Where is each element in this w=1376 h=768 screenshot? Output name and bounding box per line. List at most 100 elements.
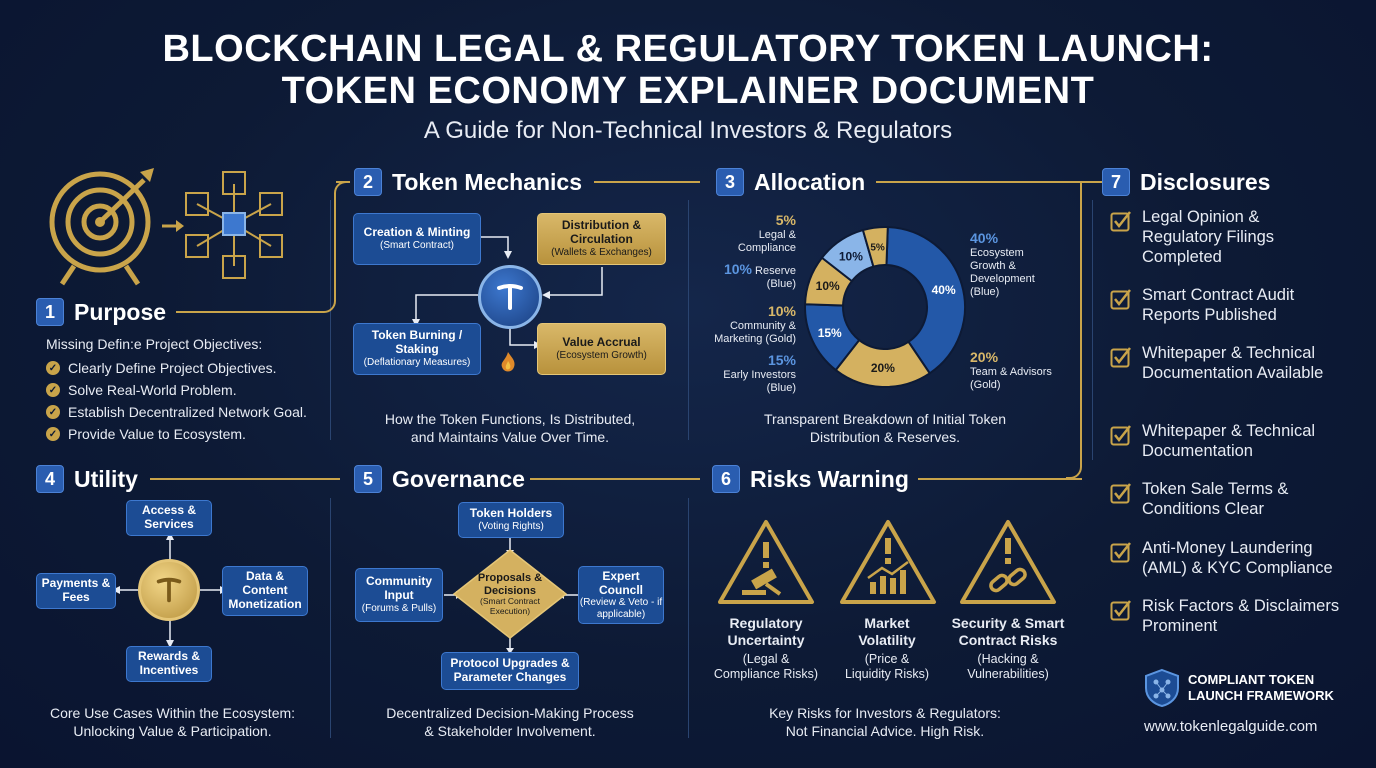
allocation-header: 3 Allocation [716, 168, 865, 196]
list-item: Whitepaper & Technical Documentation Ava… [1110, 344, 1360, 422]
value-accrual-box: Value Accrual (Ecosystem Growth) [537, 323, 666, 375]
brand-line2: LAUNCH FRAMEWORK [1188, 688, 1334, 703]
connector-line [876, 181, 1082, 183]
burning-staking-box: Token Burning / Staking (Deflationary Me… [353, 323, 481, 375]
purpose-header: 1 Purpose [36, 298, 166, 326]
mechanics-arrows [412, 236, 603, 349]
donut-slice-label: 20% [871, 361, 895, 375]
access-services-box: Access & Services [126, 500, 212, 536]
footer-url[interactable]: www.tokenlegalguide.com [1144, 718, 1318, 735]
divider-5-6 [688, 498, 689, 738]
rewards-incentives-box: Rewards & Incentives [126, 646, 212, 682]
disclosures-header: 7 Disclosures [1102, 168, 1270, 196]
check-icon: ✓ [46, 405, 60, 419]
donut-slice-label: 10% [839, 249, 863, 263]
mechanics-caption: How the Token Functions, Is Distributed,… [384, 411, 636, 446]
list-item: ✓Solve Real-World Problem. [46, 382, 307, 398]
section-number: 2 [354, 168, 382, 196]
connector-line [176, 311, 316, 313]
checkbox-checked-icon [1110, 211, 1131, 232]
mechanics-header: 2 Token Mechanics [354, 168, 582, 196]
list-item: Legal Opinion & Regulatory Filings Compl… [1110, 208, 1360, 286]
section-title: Governance [392, 465, 525, 492]
donut-slice [861, 226, 889, 268]
legend-reserve: 10% Reserve (Blue) [723, 261, 796, 291]
connector-line [1066, 181, 1106, 183]
broken-chain-warning-icon [958, 518, 1058, 608]
connector-line [594, 181, 700, 183]
connector-line [530, 478, 700, 480]
brand-logo: COMPLIANT TOKEN LAUNCH FRAMEWORK [1144, 668, 1334, 708]
expert-council-box: Expert Councll (Review & Veto - if appli… [578, 566, 664, 624]
allocation-donut-chart: 40% 20% 15% 10% 10% 5% [804, 226, 966, 388]
legend-ecosystem: 40% Ecosystem Growth & Development (Blue… [970, 230, 1035, 299]
token-coin-icon [478, 265, 542, 329]
divider-disclosures [1092, 200, 1093, 460]
section-title: Risks Warning [750, 465, 909, 492]
section-title: Token Mechanics [392, 168, 583, 195]
list-item: Risk Factors & Disclaimers Prominent [1110, 597, 1360, 647]
checkbox-checked-icon [1110, 347, 1131, 368]
section-number: 6 [712, 465, 740, 493]
target-icon [49, 168, 184, 286]
divider-2-3 [688, 200, 689, 440]
risk-item-market: Market Volatility (Price & Liquidity Ris… [844, 615, 930, 681]
divider-1-2 [330, 200, 331, 440]
page-title-line2: TOKEN ECONOMY EXPLAINER DOCUMENT [281, 70, 1095, 112]
connector-curve-top [334, 181, 350, 199]
list-item: Anti-Money Laundering (AML) & KYC Compli… [1110, 539, 1360, 597]
governance-header: 5 Governance [354, 465, 525, 493]
risks-caption: Key Risks for Investors & Regulators: No… [769, 705, 1001, 740]
purpose-list: ✓Clearly Define Project Objectives. ✓Sol… [46, 360, 307, 448]
section-number: 5 [354, 465, 382, 493]
donut-slice-label: 10% [816, 279, 840, 293]
list-item: ✓Provide Value to Ecosystem. [46, 426, 307, 442]
utility-header: 4 Utility [36, 465, 138, 493]
check-icon: ✓ [46, 383, 60, 397]
shield-network-icon [1145, 668, 1179, 708]
list-item: ✓Establish Decentralized Network Goal. [46, 404, 307, 420]
list-item: Smart Contract Audit Reports Published [1110, 286, 1360, 344]
payments-fees-box: Payments & Fees [36, 573, 116, 609]
section-number: 1 [36, 298, 64, 326]
data-monetization-box: Data & Content Monetization [222, 566, 308, 616]
proposals-decisions-diamond: Proposals & Decisions (Smart Contract Ex… [452, 548, 568, 640]
community-input-box: Community Input (Forums & Pulls) [355, 568, 443, 622]
donut-slice [885, 226, 966, 375]
risks-header: 6 Risks Warning [712, 465, 909, 493]
donut-slice-label: 40% [932, 283, 956, 297]
donut-slice-label: 5% [870, 242, 885, 253]
checkbox-checked-icon [1110, 600, 1131, 621]
page-title-line1: BLOCKCHAIN LEGAL & REGULATORY TOKEN LAUN… [162, 28, 1214, 70]
token-holders-box: Token Holders (Voting Rights) [458, 502, 564, 538]
token-logo-icon [497, 284, 523, 310]
flame-icon [498, 350, 518, 374]
brand-line1: COMPLIANT TOKEN [1188, 672, 1315, 688]
utility-caption: Core Use Cases Within the Ecosystem: Unl… [49, 705, 296, 740]
section-title: Disclosures [1140, 168, 1271, 195]
check-icon: ✓ [46, 361, 60, 375]
gavel-warning-icon [716, 518, 816, 608]
donut-slice-label: 15% [818, 326, 842, 340]
risk-item-regulatory: Regulatory Uncertainty (Legal & Complian… [713, 615, 819, 681]
allocation-caption: Transparent Breakdown of Initial Token D… [763, 411, 1007, 446]
risk-item-security: Security & Smart Contract Risks (Hacking… [951, 615, 1065, 681]
section-title: Utility [74, 465, 138, 492]
legend-legal: 5% Legal & Compliance [737, 212, 796, 254]
connector-line [150, 478, 340, 480]
network-cubes-icon [185, 171, 283, 279]
legend-community: 10% Community & Marketing (Gold) [714, 303, 796, 345]
check-icon: ✓ [46, 427, 60, 441]
market-chart-warning-icon [838, 518, 938, 608]
distribution-circulation-box: Distribution & Circulation (Wallets & Ex… [537, 213, 666, 265]
list-item: Whitepaper & Technical Documentation [1110, 422, 1360, 480]
creation-minting-box: Creation & Minting(Smart Contract) [353, 213, 481, 265]
checkbox-checked-icon [1110, 483, 1131, 504]
purpose-intro: Missing Defin:e Project Objectives: [46, 336, 263, 352]
divider-4-5 [330, 498, 331, 738]
list-item: ✓Clearly Define Project Objectives. [46, 360, 307, 376]
disclosures-list: Legal Opinion & Regulatory Filings Compl… [1110, 208, 1360, 647]
section-number: 7 [1102, 168, 1130, 196]
section-title: Allocation [754, 168, 866, 195]
utility-token-coin-icon [138, 559, 200, 621]
